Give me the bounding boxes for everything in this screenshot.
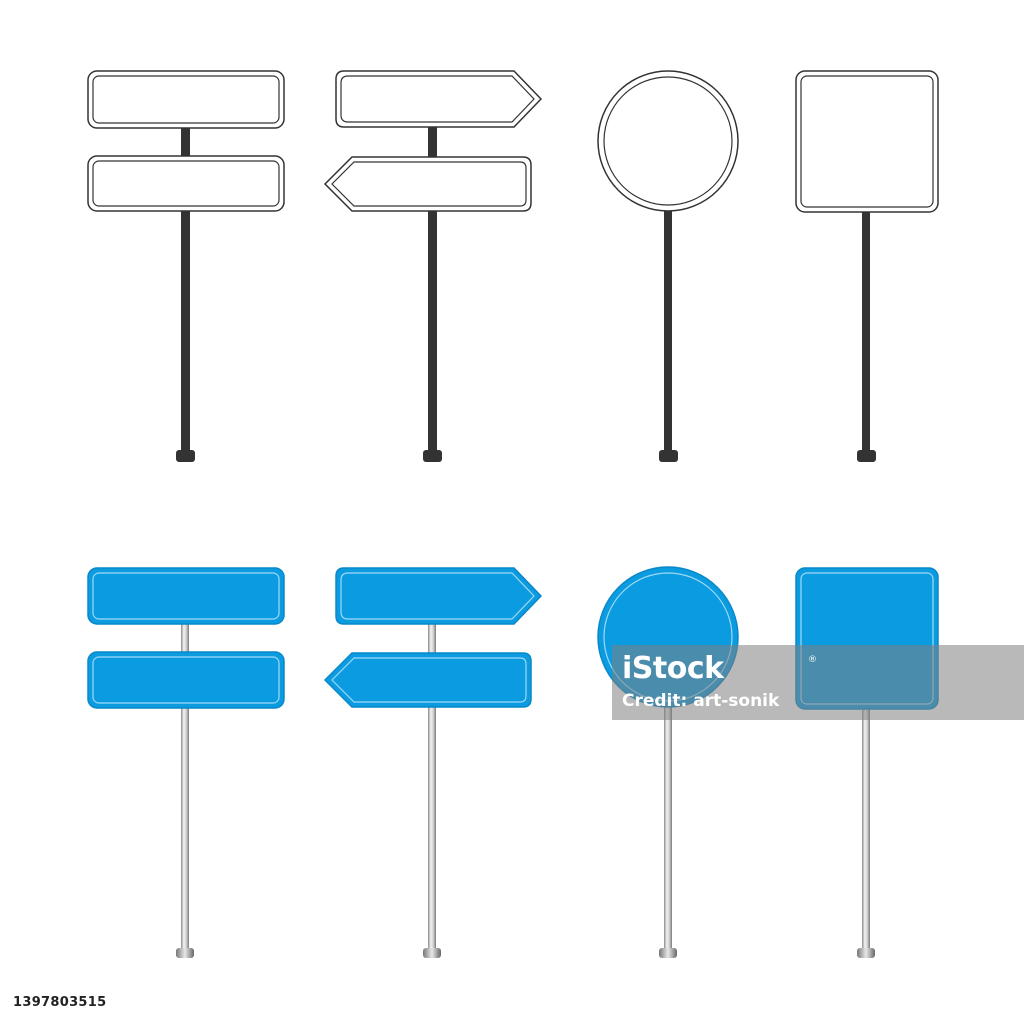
stock-id-label: 1397803515: [13, 995, 107, 1010]
arrow-sign: [323, 70, 543, 462]
double-rect-sign: [87, 70, 285, 462]
blue-arrow-sign: [323, 567, 543, 958]
watermark-trademark: ®: [808, 655, 817, 665]
left-arrow-plate: [323, 156, 532, 212]
top-plate: [87, 70, 285, 129]
right-arrow-plate: [335, 70, 543, 128]
watermark-credit: Credit: art-sonik: [622, 691, 780, 711]
square-sign: [795, 70, 939, 462]
stock-watermark: iStock ® Credit: art-sonik: [612, 645, 1024, 720]
bottom-plate: [87, 155, 285, 212]
pole-segment: [181, 127, 190, 156]
blue-square-sign: [795, 567, 939, 958]
pole-base: [176, 450, 195, 462]
round-sign: [597, 70, 739, 462]
watermark-logo: iStock: [622, 651, 724, 686]
pole: [181, 210, 190, 450]
blue-round-sign: [597, 566, 739, 958]
blue-double-rect-sign: [87, 567, 285, 958]
